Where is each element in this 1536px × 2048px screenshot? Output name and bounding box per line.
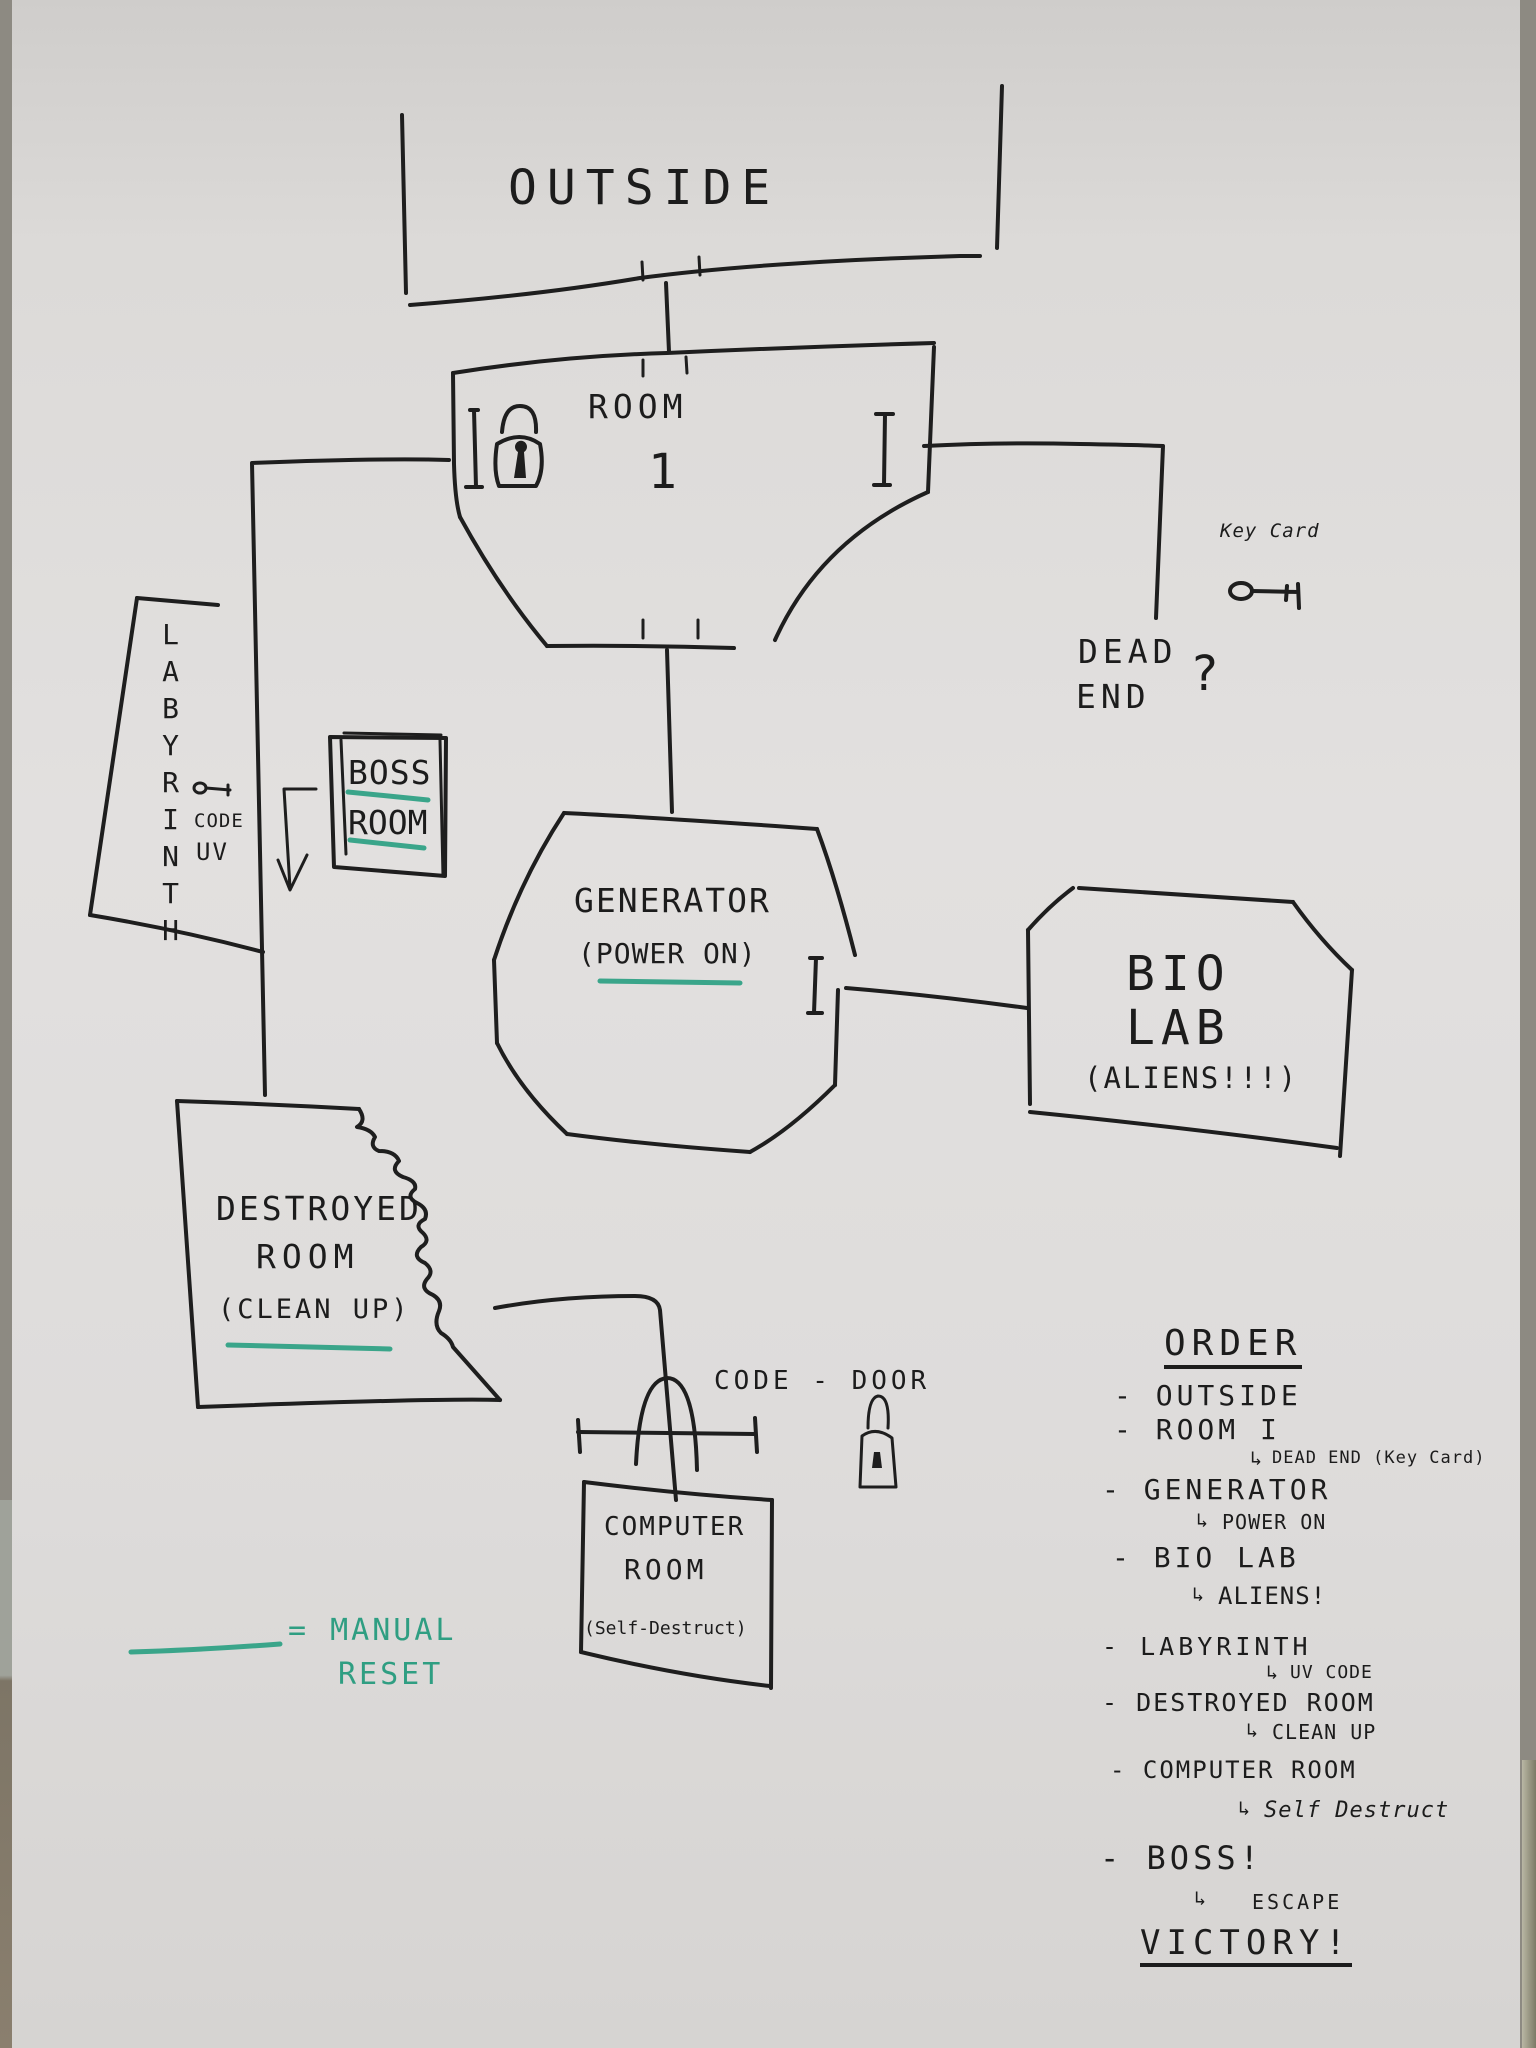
bio-lab-task: (ALIENS!!!) [1084,1061,1299,1095]
generator-task: (POWER ON) [578,937,757,970]
destroyed-room-outline [175,1099,502,1409]
order-sub-arrow-icon: ↳ [1250,1446,1264,1470]
room1-outline [451,341,936,650]
room1-number: 1 [648,444,687,500]
legend-teal-line [128,1641,283,1655]
room1-left-door [464,408,484,489]
labyrinth-note-uv: UV [196,838,229,866]
bio-lab-outline [1026,886,1354,1158]
key-icon [1228,581,1301,610]
order-item: - LABYRINTH [1102,1632,1312,1661]
code-door-label: CODE - DOOR [714,1366,931,1396]
generator-label: GENERATOR [574,881,771,920]
labyrinth-key-icon [192,781,232,797]
order-sub: Self Destruct [1264,1798,1450,1823]
room1-top-door-mark [641,355,689,378]
labyrinth-note-code: CODE [194,810,244,832]
background-edge-right [1522,1760,1536,2048]
computer-room-line2: ROOM [624,1553,708,1586]
order-sub: ESCAPE [1252,1890,1343,1914]
boss-room-line1: BOSS [348,753,432,792]
order-sub-arrow-icon: ↳ [1192,1582,1206,1606]
code-door-padlock-icon [858,1394,898,1489]
order-sub-arrow-icon: ↳ [1194,1886,1208,1910]
legend-line2: RESET [338,1657,444,1692]
order-item: - ROOM I [1114,1413,1281,1446]
destroyed-wall-jagged [355,1107,502,1402]
code-door-symbol [576,1376,759,1472]
generator-outline [492,811,857,1154]
labyrinth-outline [88,596,265,954]
legend-line1: = MANUAL [288,1613,457,1648]
order-sub: UV CODE [1290,1662,1373,1683]
room1-label: ROOM [588,387,688,426]
order-final-victory: VICTORY! [1140,1926,1352,1967]
bio-lab-line2: LAB [1126,1000,1231,1056]
order-item: - GENERATOR [1102,1473,1332,1506]
order-sub-arrow-icon: ↳ [1196,1508,1210,1532]
corridor-destroyed-computer [493,1294,678,1502]
order-sub: ALIENS! [1218,1582,1327,1610]
order-item: - DESTROYED ROOM [1102,1688,1375,1717]
order-sub-arrow-icon: ↳ [1246,1718,1260,1742]
computer-room-outline [579,1480,774,1690]
boss-room-arrow [276,787,318,892]
dead-end-question: ? [1190,646,1219,702]
padlock-icon [493,404,544,488]
corridor-outside-room1 [664,281,671,354]
bio-lab-line1: BIO [1126,946,1231,1002]
order-sub: CLEAN UP [1272,1720,1377,1744]
order-item: - COMPUTER ROOM [1110,1756,1357,1784]
computer-room-line1: COMPUTER [604,1512,746,1542]
boss-room-line2: ROOM [348,803,428,842]
corridor-room1-left [250,457,451,1097]
generator-door [806,956,824,1015]
order-sub-arrow-icon: ↳ [1266,1660,1280,1684]
order-title: ORDER [1164,1326,1303,1369]
labyrinth-label: LABYRINTH [154,618,187,951]
order-sub: DEAD END (Key Card) [1272,1448,1486,1468]
order-item: - OUTSIDE [1114,1379,1302,1412]
corridor-room1-dead-end [922,441,1165,620]
order-sub-arrow-icon: ↳ [1238,1796,1252,1820]
computer-room-task: (Self-Destruct) [584,1618,747,1639]
destroyed-room-line2: ROOM [256,1237,360,1276]
outside-door-mark [640,255,702,282]
dead-end-line2: END [1076,677,1151,716]
corridor-room1-generator [665,648,674,814]
room1-right-door [872,412,895,487]
outside-label: OUTSIDE [508,160,781,216]
dead-end-line1: DEAD [1078,632,1178,671]
boss-room-outline [276,731,448,892]
destroyed-room-task: (CLEAN UP) [218,1294,411,1325]
order-item: - BIO LAB [1112,1541,1300,1574]
order-sub: POWER ON [1222,1510,1327,1534]
order-item: - BOSS! [1100,1839,1263,1877]
room1-bottom-door-mark [641,618,700,640]
key-card-label: Key Card [1220,520,1320,542]
destroyed-room-line1: DESTROYED [216,1189,422,1228]
outside-area [400,84,1004,307]
corridor-generator-biolab [844,986,1029,1010]
